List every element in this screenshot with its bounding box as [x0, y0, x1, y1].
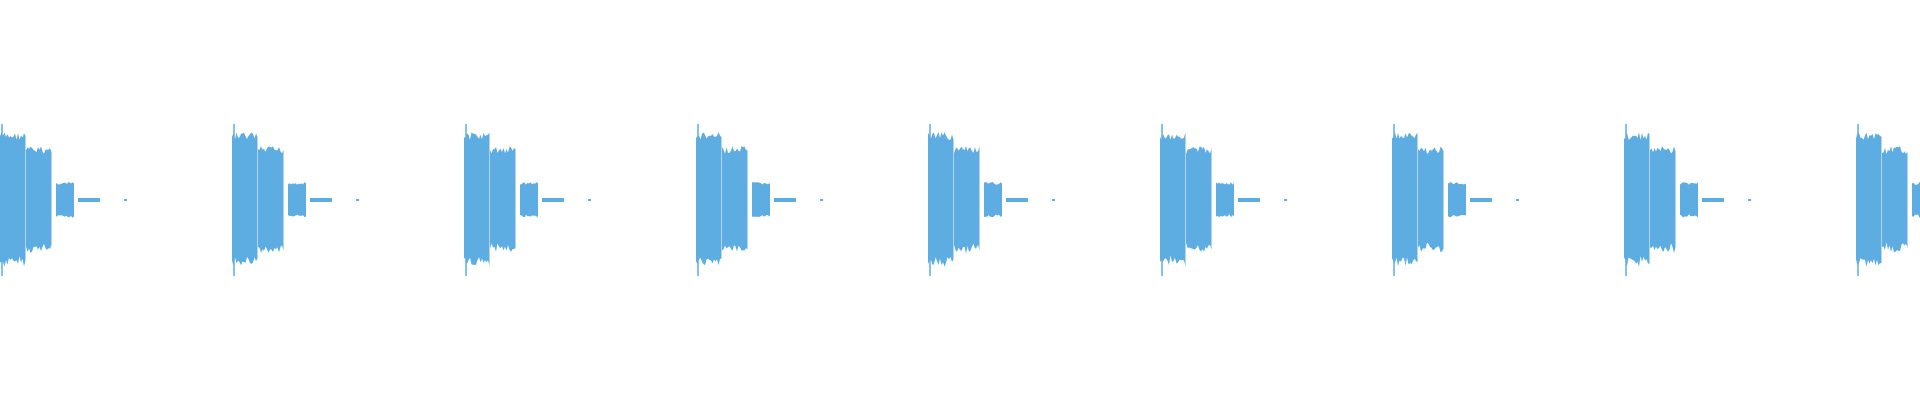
waveform-burst [1392, 123, 1519, 277]
waveform-small-block [288, 182, 306, 217]
waveform-tail-block [1186, 146, 1212, 252]
waveform-dot [820, 199, 823, 201]
waveform-small-block [1680, 182, 1698, 218]
waveform-dot [1748, 199, 1751, 201]
waveform-dense-block [464, 132, 490, 267]
waveform-burst [696, 123, 823, 277]
waveform-burst [0, 123, 127, 277]
waveform-burst [1856, 123, 1920, 277]
waveform-thin-line [774, 198, 796, 202]
waveform-thin-line [310, 198, 332, 202]
waveform-small-block [984, 182, 1002, 218]
waveform-thin-line [1006, 198, 1028, 202]
waveform-tail-block [26, 146, 52, 253]
waveform-dense-block [232, 132, 258, 266]
waveform-dense-block [928, 132, 954, 267]
waveform-tail-block [1418, 146, 1444, 253]
waveform-burst [1160, 123, 1287, 277]
waveform-burst [928, 123, 1055, 277]
waveform-small-block [520, 182, 538, 218]
waveform-tail-block [1882, 146, 1908, 253]
waveform-burst [1624, 123, 1751, 277]
waveform-burst [232, 123, 359, 277]
waveform-small-block [1448, 182, 1466, 218]
waveform-bursts [0, 123, 1920, 277]
waveform-tail-block [954, 146, 980, 254]
waveform-dot [1052, 199, 1055, 201]
waveform-dense-block [1160, 132, 1186, 267]
waveform-thin-line [1702, 198, 1724, 202]
waveform-dot [588, 199, 591, 201]
waveform-dot [124, 199, 127, 201]
waveform-tail-block [258, 146, 284, 253]
waveform-dot [1284, 199, 1287, 201]
waveform-dense-block [0, 132, 26, 267]
waveform-dense-block [696, 132, 722, 266]
waveform-small-block [1912, 182, 1920, 218]
waveform-small-block [752, 182, 770, 217]
waveform-dense-block [1856, 132, 1882, 267]
waveform-thin-line [78, 198, 100, 202]
waveform-dot [1516, 199, 1519, 201]
waveform-tail-block [1650, 146, 1676, 253]
waveform-burst [464, 123, 591, 277]
waveform-thin-line [1470, 198, 1492, 202]
waveform-small-block [1216, 182, 1234, 218]
waveform-dense-block [1392, 132, 1418, 267]
waveform-tail-block [722, 146, 748, 252]
waveform-thin-line [1238, 198, 1260, 202]
waveform-small-block [56, 182, 74, 218]
waveform-dense-block [1624, 132, 1650, 267]
waveform-dot [356, 199, 359, 201]
waveform-tail-block [490, 146, 516, 252]
waveform-thin-line [542, 198, 564, 202]
